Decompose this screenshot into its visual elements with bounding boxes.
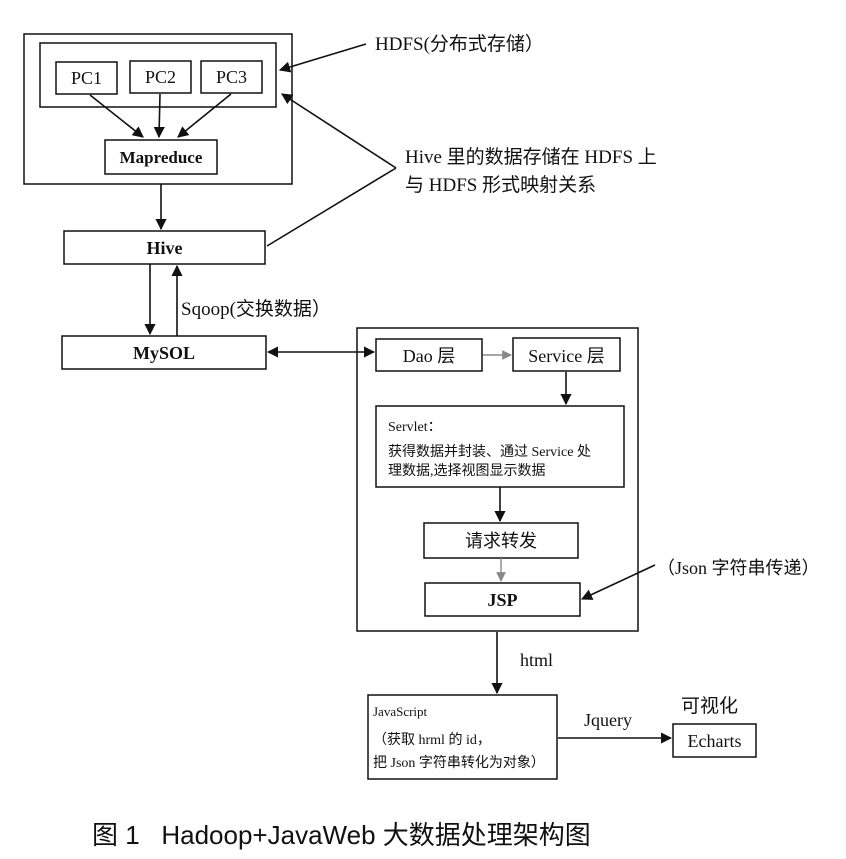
jsp-node: JSP: [424, 582, 581, 617]
hive-label: Hive: [147, 238, 183, 258]
html-annotation: html: [520, 650, 553, 670]
edge-pc1-mapreduce: [89, 94, 144, 138]
pointer-hive-mapping: [266, 167, 397, 247]
mysql-node: MySOL: [61, 335, 267, 370]
request-forward-node: 请求转发: [423, 522, 579, 559]
jsp-label: JSP: [487, 590, 517, 610]
pc3-label: PC3: [216, 67, 247, 87]
figure-caption: 图 1 Hadoop+JavaWeb 大数据处理架构图: [92, 820, 591, 850]
hive-mapping-line-2: 与 HDFS 形式映射关系: [405, 174, 596, 196]
dao-layer-label: Dao 层: [403, 346, 456, 366]
edge-pc2-mapreduce: [153, 93, 165, 139]
pointer-hdfs-mapping: [281, 93, 397, 169]
pc3-node: PC3: [200, 60, 263, 94]
hdfs-annotation: HDFS(分布式存储）: [375, 33, 544, 55]
servlet-line-1: Servlet：: [388, 420, 442, 435]
json-annotation: （Json 字符串传递）: [657, 558, 820, 578]
servlet-line-2: 获得数据并封装、通过 Service 处: [388, 443, 591, 460]
pointer-hdfs: [278, 43, 367, 73]
pc2-label: PC2: [145, 67, 176, 87]
javascript-node: JavaScript （获取 hrml 的 id， 把 Json 字符串转化为对…: [367, 694, 558, 780]
echarts-label: Echarts: [688, 731, 742, 751]
visualization-annotation: 可视化: [681, 695, 738, 717]
dao-layer-node: Dao 层: [375, 338, 483, 372]
servlet-node: Servlet： 获得数据并封装、通过 Service 处 理数据,选择视图显示…: [375, 405, 625, 488]
mapreduce-label: Mapreduce: [120, 148, 203, 167]
echarts-node: Echarts: [672, 723, 757, 758]
pc2-node: PC2: [129, 60, 192, 94]
service-layer-label: Service 层: [528, 346, 604, 366]
mapreduce-node: Mapreduce: [104, 139, 218, 175]
pointer-json: [580, 564, 656, 600]
jquery-annotation: Jquery: [584, 710, 632, 730]
hive-mapping-line-1: Hive 里的数据存储在 HDFS 上: [405, 146, 657, 168]
servlet-line-3: 理数据,选择视图显示数据: [388, 463, 546, 479]
sqoop-annotation: Sqoop(交换数据）: [181, 298, 331, 320]
request-forward-label: 请求转发: [465, 531, 537, 551]
pc1-label: PC1: [71, 68, 102, 88]
pc1-node: PC1: [55, 61, 118, 95]
javascript-line-2: （获取 hrml 的 id，: [373, 732, 491, 748]
hive-node: Hive: [63, 230, 266, 265]
service-layer-node: Service 层: [512, 337, 621, 372]
mysql-label: MySOL: [133, 343, 195, 363]
edge-pc3-mapreduce: [177, 93, 232, 138]
javascript-line-3: 把 Json 字符串转化为对象）: [373, 755, 545, 771]
javascript-line-1: JavaScript: [373, 704, 428, 719]
